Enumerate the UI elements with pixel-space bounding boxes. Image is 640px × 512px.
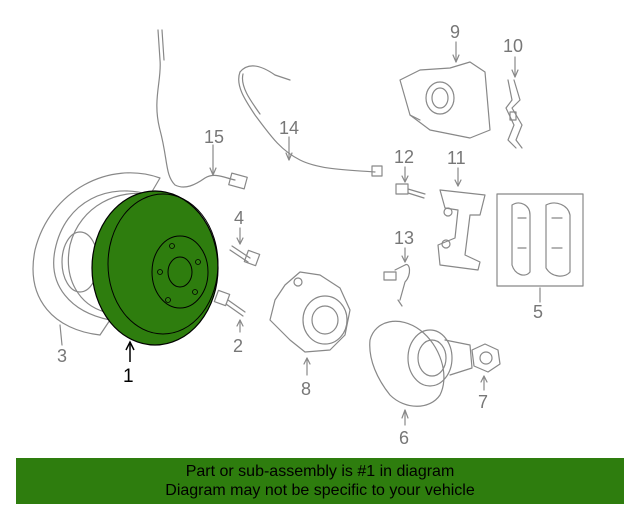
callout-14: 14 (279, 118, 299, 138)
bolt-part-2[interactable] (213, 289, 246, 333)
banner-line-2: Diagram may not be specific to your vehi… (165, 482, 475, 499)
callout-1: 1 (123, 366, 134, 387)
callout-15: 15 (204, 127, 224, 147)
callout-13: 13 (394, 228, 414, 248)
callout-3: 3 (57, 346, 67, 366)
parts-diagram: 1 2 3 4 5 6 7 8 9 10 11 12 13 14 15 (32, 22, 584, 448)
callout-9: 9 (450, 22, 460, 42)
callout-10: 10 (503, 36, 523, 56)
sensor-cable-part-15[interactable] (156, 29, 248, 190)
callout-4: 4 (234, 208, 244, 228)
brake-rotor-part-1[interactable] (91, 190, 219, 362)
banner-line-1: Part or sub-assembly is #1 in diagram (185, 463, 455, 480)
callout-5: 5 (533, 302, 543, 322)
nut-part-7[interactable] (471, 343, 501, 391)
info-banner: Part or sub-assembly is #1 in diagram Di… (16, 458, 624, 504)
wear-sensor-part-13[interactable] (383, 247, 411, 307)
brake-hose-part-14[interactable] (238, 65, 383, 177)
wheel-hub-part-6[interactable] (369, 320, 473, 426)
bolt-part-4[interactable] (229, 227, 261, 267)
wheel-bearing-part-8[interactable] (269, 271, 351, 376)
caliper-part-9[interactable] (399, 41, 491, 139)
spring-clip-part-10[interactable] (505, 56, 523, 149)
brake-pads-part-5[interactable] (496, 193, 584, 303)
caliper-bracket-part-11[interactable] (437, 167, 486, 271)
bolt-part-12[interactable] (395, 166, 426, 199)
callout-7: 7 (478, 392, 488, 412)
callout-2: 2 (233, 336, 243, 356)
callout-6: 6 (399, 428, 409, 448)
callout-11: 11 (447, 148, 466, 168)
callout-12: 12 (394, 147, 414, 167)
callout-8: 8 (301, 379, 311, 399)
